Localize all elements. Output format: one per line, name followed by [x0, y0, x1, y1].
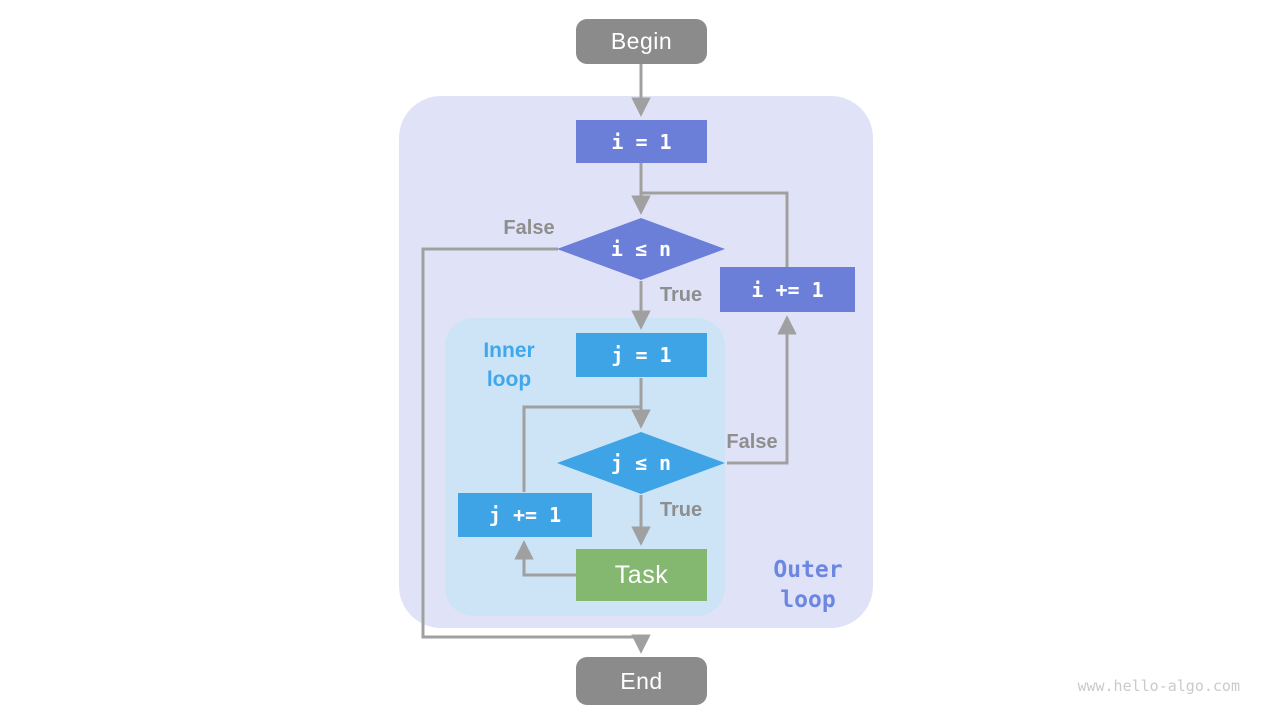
outer-false-label: False [503, 217, 555, 239]
connector-cond-i-false-to-end [421, 247, 651, 654]
end-node: End [576, 657, 707, 705]
increment-j-node: j += 1 [458, 493, 592, 537]
connector-incr-j-return [522, 405, 640, 492]
increment-i-node: i += 1 [720, 267, 855, 312]
inner-loop-label-line1: Inner [483, 339, 535, 362]
outer-loop-label: Outer loop [758, 556, 858, 616]
connector-incr-i-return [640, 191, 789, 268]
task-node: Task [576, 549, 707, 601]
connector-task-to-incr-j [514, 540, 576, 577]
init-j-node: j = 1 [576, 333, 707, 377]
inner-true-label: True [659, 499, 703, 521]
outer-loop-label-line1: Outer [773, 557, 843, 583]
init-i-node: i = 1 [576, 120, 707, 163]
inner-loop-label-line2: loop [486, 368, 532, 392]
outer-loop-label-line2: loop [780, 586, 836, 613]
inner-false-label: False [726, 431, 778, 453]
connector-cond-j-false-to-incr-i [727, 315, 797, 465]
outer-true-label: True [659, 284, 703, 306]
watermark-text: www.hello-algo.com [1077, 677, 1240, 695]
inner-loop-label: Inner loop [459, 336, 559, 395]
begin-node: Begin [576, 19, 707, 64]
